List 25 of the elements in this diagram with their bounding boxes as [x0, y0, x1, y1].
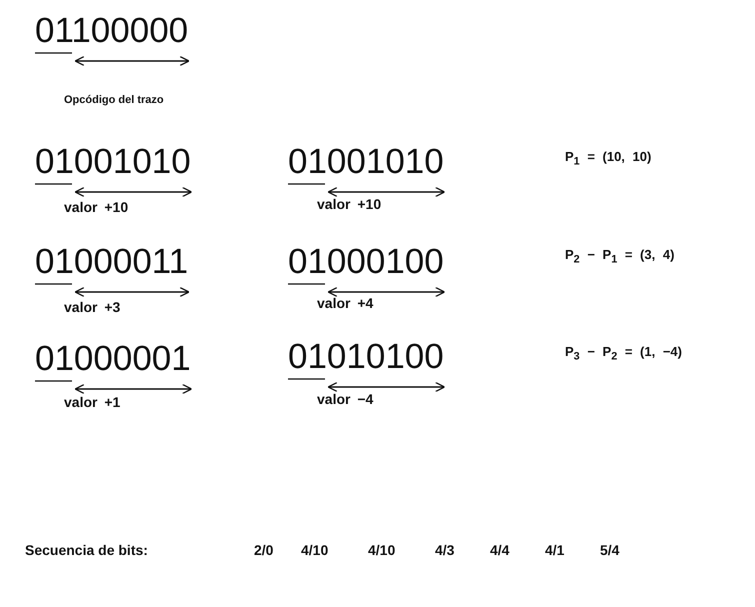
binary-code: 01000001	[35, 340, 191, 378]
equation: P$_{1}$ = (10, 10)	[565, 150, 652, 168]
caption: Opcódigo del trazo	[64, 94, 164, 106]
binary-code: 01000011	[35, 243, 188, 282]
bit-value: 5/4	[600, 543, 620, 558]
value-label: valor +10	[317, 197, 382, 212]
bit-value: 4/10	[301, 543, 328, 558]
binary-code: 01000100	[288, 243, 444, 282]
binary-code: 01010100	[288, 338, 444, 376]
bit-value: 4/10	[368, 543, 396, 558]
equation: P$_{2}$ − P$_{1}$ = (3, 4)	[565, 248, 674, 266]
binary-code: 01100000	[35, 12, 188, 50]
bit-value: 2/0	[254, 543, 274, 558]
value-label: valor +10	[64, 200, 128, 216]
binary-code: 01001010	[35, 143, 191, 182]
bit-value: 4/4	[490, 543, 510, 558]
binary-code: 01001010	[288, 143, 444, 182]
value-label: valor +4	[317, 296, 374, 312]
equation: P$_{3}$ − P$_{2}$ = (1, −4)	[565, 345, 682, 364]
value-label: valor +3	[64, 300, 120, 316]
bit-value: 4/1	[545, 543, 564, 558]
value-label: valor −4	[317, 392, 374, 408]
caption: Secuencia de bits:	[25, 543, 148, 558]
value-label: valor +1	[64, 395, 120, 410]
bit-value: 4/3	[435, 543, 454, 558]
